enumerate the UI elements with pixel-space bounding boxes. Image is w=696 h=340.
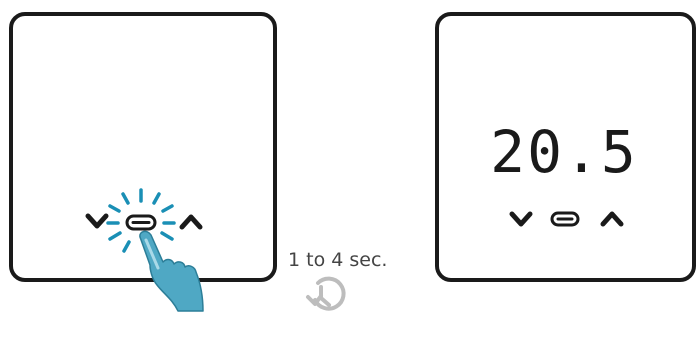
left-thermostat-frame bbox=[9, 12, 277, 282]
right-thermostat: 20.5 bbox=[435, 12, 696, 282]
right-thermostat-frame bbox=[435, 12, 696, 282]
left-thermostat bbox=[9, 12, 277, 312]
press-glow-icon bbox=[106, 188, 176, 253]
clock-history-icon bbox=[306, 276, 346, 311]
temperature-display: 20.5 bbox=[490, 118, 638, 186]
chevron-down-icon[interactable] bbox=[85, 213, 109, 229]
chevron-down-icon[interactable] bbox=[509, 211, 533, 227]
chevron-up-icon[interactable] bbox=[179, 214, 203, 230]
pointing-hand-icon bbox=[139, 230, 204, 312]
chevron-up-icon[interactable] bbox=[600, 211, 624, 227]
hold-duration-label: 1 to 4 sec. bbox=[288, 249, 388, 271]
